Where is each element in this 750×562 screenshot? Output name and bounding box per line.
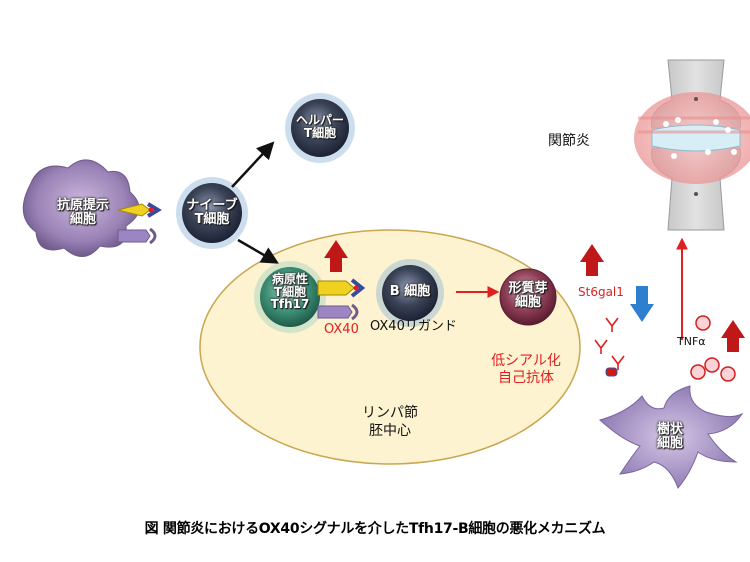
b-cell	[376, 259, 444, 327]
joint-illustration	[634, 59, 750, 231]
ox40-interaction	[317, 278, 366, 321]
ox40-label: OX40	[324, 322, 359, 337]
tnfa-molecules	[690, 315, 736, 382]
apc-label: 抗原提示細胞	[56, 198, 109, 227]
arrow-naive-to-tfh17	[237, 238, 280, 264]
helper-t-cell	[285, 93, 355, 163]
autoantibodies	[594, 317, 625, 370]
low-sialyl-autoantibody-label: 低シアル化自己抗体	[491, 353, 561, 386]
plasmablast-label: 形質芽細胞	[508, 281, 548, 310]
mhc-tcr-interaction	[117, 202, 162, 245]
up-arrow-plasmablast	[580, 244, 604, 276]
naive-t-cell	[176, 177, 248, 249]
bcell-label: B 細胞	[389, 284, 431, 299]
up-arrow-tfh17	[324, 240, 348, 272]
arrow-naive-to-helper	[231, 141, 275, 188]
down-arrow-st6gal1	[630, 286, 654, 322]
plasmablast-cell	[499, 268, 557, 326]
lymph-node-label: リンパ節胚中心	[362, 405, 418, 440]
arthritis-label: 関節炎	[548, 133, 590, 149]
antigen-presenting-cell	[22, 159, 140, 257]
dendritic-label: 樹状細胞	[656, 422, 683, 451]
dendritic-cell	[598, 385, 744, 489]
sialic-acid-marker	[605, 367, 618, 377]
st6gal1-label: St6gal1	[578, 285, 624, 299]
tnfa-label: TNFα	[677, 335, 706, 348]
figure-caption: 図 関節炎におけるOX40シグナルを介したTfh17-B細胞の悪化メカニズム	[144, 521, 606, 537]
ox40-ligand-label: OX40リガンド	[370, 319, 457, 334]
tfh17-cell	[254, 261, 326, 333]
up-arrow-tnfa	[721, 320, 745, 352]
